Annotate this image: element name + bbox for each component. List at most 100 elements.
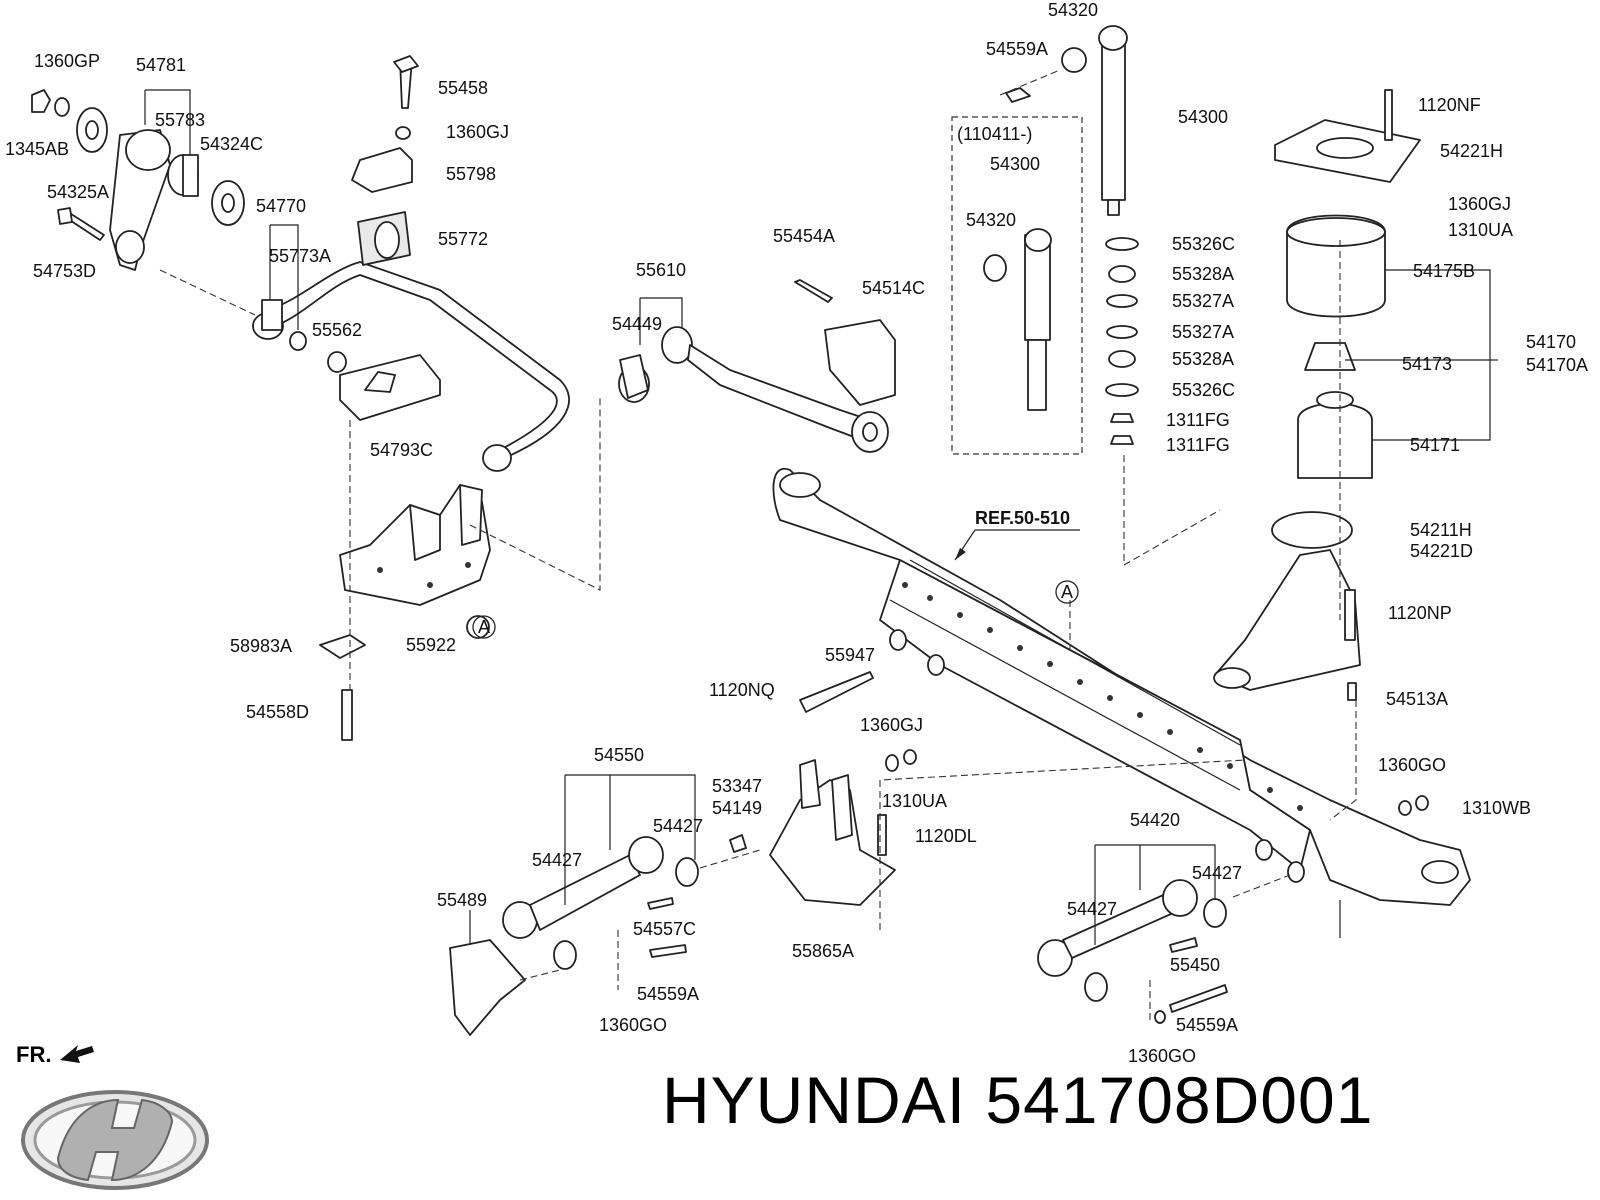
part-label: 55783 [155,110,205,130]
part-label: 54557C [633,919,696,939]
part-label: 54427 [653,816,703,836]
callout-a-text-left: A [478,617,490,637]
part-label: 55610 [636,260,686,280]
shock-mount-stack [1105,237,1139,445]
part-label: 54449 [612,314,662,334]
part-label: 55947 [825,645,875,665]
part-label: 1120NQ [709,680,775,700]
part-label: 58983A [230,636,292,656]
part-label: 1360GO [599,1015,667,1035]
connector-lines [159,69,1357,1020]
part-label: 54420 [1130,810,1180,830]
part-label: 54781 [136,55,186,75]
part-label: 1120DL [915,826,977,846]
part-label: 54320 [1048,0,1098,20]
part-label: 54221D [1410,541,1473,561]
part-label: 55562 [312,320,362,340]
part-label: 54300 [990,154,1040,174]
part-label: 1120NF [1418,95,1481,115]
lateral-link-assembly [31,89,245,271]
part-label: 55454A [773,226,835,246]
lower-bracket-center [729,671,917,906]
part-label: 55922 [406,635,456,655]
upper-control-arm [618,279,896,453]
part-label: 1310WB [1462,798,1531,818]
part-labels: 1360GP 54781 55783 1345AB 54325A 54324C … [5,0,1588,1066]
hyundai-logo [21,1090,209,1190]
part-label: 55865A [792,941,854,961]
part-label: 54171 [1410,435,1460,455]
part-label: 1360GJ [1448,194,1511,214]
callout-a-left: A [472,615,496,639]
crossmember [772,467,1471,906]
part-label: 54559A [637,984,699,1004]
lower-arm-left [449,836,699,1036]
shock-absorber-main [1005,25,1128,216]
part-label: 1310UA [1448,220,1513,240]
revision-box [951,116,1083,455]
trailing-arm-bracket [319,484,491,741]
part-label: 54513A [1386,689,1448,709]
part-label: 54793C [370,440,433,460]
part-label: 54211H [1410,520,1472,540]
ref-label: REF.50-510 [975,508,1070,528]
part-label: 54427 [1192,863,1242,883]
part-label: 54173 [1402,354,1452,374]
part-label: 54427 [1067,899,1117,919]
part-label: 54221H [1440,141,1503,161]
part-label: 55327A [1172,291,1234,311]
part-label: 1120NP [1388,603,1452,623]
ref-annotation: REF.50-510 [954,508,1080,561]
part-label: 54170 [1526,332,1576,352]
callout-a-text-right: A [1061,582,1073,602]
part-label: 54320 [966,210,1016,230]
part-label: 54149 [712,798,762,818]
leader-lines [144,89,1498,945]
footer-title: HYUNDAI 541708D001 [662,1062,1373,1138]
part-label: 55328A [1172,264,1234,284]
part-label: 1310UA [882,791,947,811]
part-label: 1311FG [1166,435,1230,455]
part-label: 55772 [438,229,488,249]
part-label: 55328A [1172,349,1234,369]
part-label: 54559A [1176,1015,1238,1035]
part-label: 1360GO [1378,755,1446,775]
part-label: 55798 [446,164,496,184]
part-label: 55327A [1172,322,1234,342]
part-label: 55458 [438,78,488,98]
part-label: 1345AB [5,139,69,159]
part-number: 541708D001 [985,1063,1374,1137]
part-label: 54753D [33,261,96,281]
stabilizer-bar [252,261,570,472]
part-label: 1360GJ [446,122,509,142]
part-label: 54427 [532,850,582,870]
part-label: 54514C [862,278,925,298]
part-label: 55773A [269,246,331,266]
part-label: 54550 [594,745,644,765]
front-arrow-icon [60,1045,94,1063]
part-label: 54175B [1413,261,1475,281]
part-label: 54559A [986,39,1048,59]
part-label: 54170A [1526,355,1588,375]
part-label: 1360GJ [860,715,923,735]
part-label: 55326C [1172,380,1235,400]
part-label: 55326C [1172,234,1235,254]
part-label: 54325A [47,182,109,202]
part-label: 1360GO [1128,1046,1196,1066]
part-label: 54558D [246,702,309,722]
part-label: 54324C [200,134,263,154]
air-spring-assembly [1213,89,1421,701]
part-label: 55450 [1170,955,1220,975]
brand-name: HYUNDAI [662,1063,967,1137]
part-label: 1311FG [1166,410,1230,430]
part-label: 53347 [712,776,762,796]
revision-box-label: (110411-) [957,124,1032,144]
part-label: 54300 [1178,107,1228,127]
part-label: 55489 [437,890,487,910]
stabilizer-bracket [339,55,441,421]
callout-a-right: A [1055,580,1079,604]
front-label: FR. [16,1042,52,1067]
part-label: 54770 [256,196,306,216]
part-label: 1360GP [34,51,100,71]
